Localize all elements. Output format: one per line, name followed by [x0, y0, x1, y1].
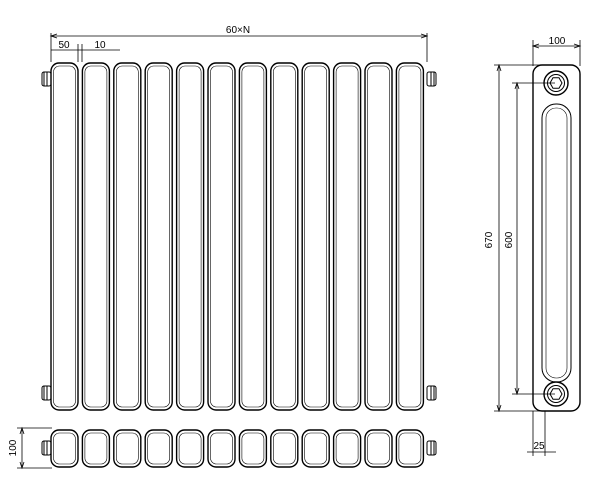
radiator-column: [207, 62, 236, 411]
front-connectors: [41, 71, 437, 401]
section-width-label: 50: [58, 40, 70, 51]
bottom-column: [364, 429, 393, 468]
side-width-label: 100: [549, 36, 566, 47]
bottom-columns: [50, 429, 425, 468]
radiator-column: [395, 62, 425, 411]
section-gap-label: 10: [94, 40, 106, 51]
bottom-column: [81, 429, 111, 468]
dim-side-width: 100: [531, 36, 582, 66]
side-view: 100 670 600: [484, 36, 582, 456]
side-profile: [532, 64, 581, 412]
side-top-fitting: [543, 70, 569, 96]
bottom-column: [395, 429, 425, 468]
overall-height-label: 670: [484, 231, 495, 248]
bottom-column: [332, 429, 362, 468]
bottom-column: [144, 429, 173, 468]
radiator-column: [50, 62, 79, 411]
bottom-column: [113, 429, 142, 468]
bottom-column: [50, 429, 79, 468]
radiator-column: [270, 62, 299, 411]
pipe-centers-label: 600: [504, 231, 515, 248]
dim-bottom-depth: 100: [8, 426, 52, 470]
bottom-column: [207, 429, 236, 468]
overall-width-label: 60×N: [226, 25, 250, 36]
radiator-column: [81, 62, 111, 411]
dim-section: 50 10: [51, 40, 120, 62]
dim-connector-offset: 25: [527, 411, 556, 456]
bottom-column: [175, 429, 205, 468]
connector-offset-label: 25: [533, 441, 545, 452]
bottom-depth-label: 100: [8, 439, 19, 456]
bottom-column: [270, 429, 299, 468]
radiator-column: [144, 62, 173, 411]
radiator-column: [332, 62, 362, 411]
bottom-column: [238, 429, 268, 468]
radiator-column: [364, 62, 393, 411]
dim-overall-width: 60×N: [49, 25, 429, 62]
radiator-column: [113, 62, 142, 411]
front-view: 60×N 50 10: [41, 25, 437, 411]
dim-overall-height: 670: [484, 63, 540, 413]
radiator-column: [301, 62, 330, 411]
bottom-column: [301, 429, 330, 468]
side-bottom-fitting: [543, 381, 569, 407]
bottom-view: 100: [8, 426, 437, 470]
dim-pipe-centers: 600: [504, 81, 555, 396]
radiator-column: [238, 62, 268, 411]
front-columns: [50, 62, 425, 411]
radiator-column: [175, 62, 205, 411]
